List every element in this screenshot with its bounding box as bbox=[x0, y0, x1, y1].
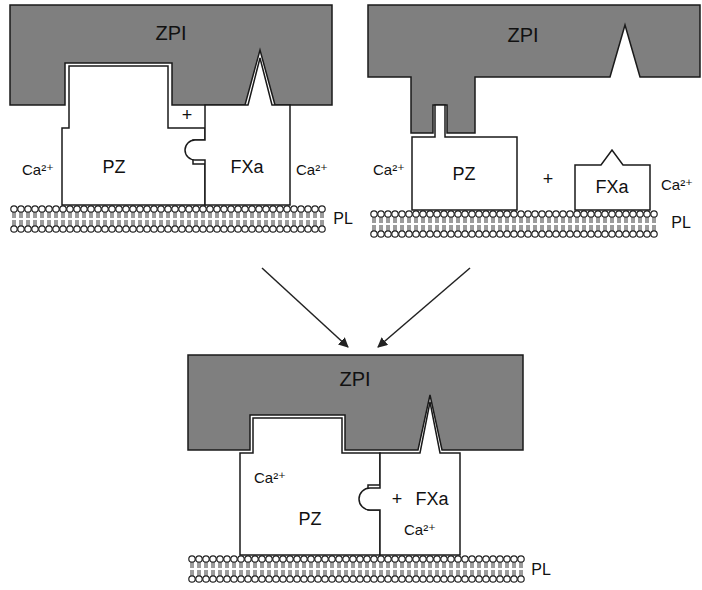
plus-sign: + bbox=[182, 106, 193, 126]
reaction-arrow bbox=[378, 268, 470, 347]
zpi-protein: ZPI bbox=[10, 5, 332, 105]
zpi-protein: ZPI bbox=[188, 355, 523, 450]
protein-name: PZ bbox=[102, 158, 125, 178]
ion-label: Ca²⁺ bbox=[254, 470, 286, 487]
pz-protein: PZ bbox=[412, 105, 517, 210]
fxa-protein: FXa bbox=[190, 50, 290, 205]
membrane-label: PL bbox=[333, 210, 353, 228]
protein-name: FXa bbox=[415, 490, 448, 510]
protein-name: PZ bbox=[298, 510, 321, 530]
protein-name: ZPI bbox=[155, 22, 186, 44]
protein-outline bbox=[10, 5, 332, 105]
ion-label: Ca²⁺ bbox=[296, 162, 328, 179]
ion-label: Ca²⁺ bbox=[661, 177, 693, 194]
protein-name: FXa bbox=[595, 178, 628, 198]
lipid-bilayer bbox=[371, 211, 657, 237]
protein-outline bbox=[412, 105, 517, 210]
lipid-bilayer bbox=[11, 206, 325, 232]
ion-label: Ca²⁺ bbox=[22, 162, 54, 179]
protein-name: ZPI bbox=[339, 368, 370, 390]
zpi-protein: ZPI bbox=[368, 5, 700, 133]
reaction-arrow bbox=[262, 268, 348, 347]
membrane-label: PL bbox=[671, 214, 691, 232]
pz-protein: PZ bbox=[240, 418, 380, 555]
protein-outline bbox=[240, 418, 380, 555]
fxa-protein: FXa bbox=[575, 148, 650, 210]
plus-sign: + bbox=[543, 170, 554, 190]
protein-name: FXa bbox=[230, 158, 263, 178]
ion-label: Ca²⁺ bbox=[373, 162, 405, 179]
plus-sign: + bbox=[392, 490, 403, 510]
protein-name: ZPI bbox=[507, 24, 538, 46]
protein-name: PZ bbox=[452, 165, 475, 185]
protein-outline bbox=[62, 66, 205, 205]
protein-outline bbox=[190, 50, 290, 205]
membrane-label: PL bbox=[531, 561, 551, 579]
pz-protein: PZ bbox=[62, 66, 205, 205]
ion-label: Ca²⁺ bbox=[404, 522, 436, 539]
phospholipid-membranes bbox=[11, 206, 657, 582]
lipid-bilayer bbox=[189, 556, 524, 582]
